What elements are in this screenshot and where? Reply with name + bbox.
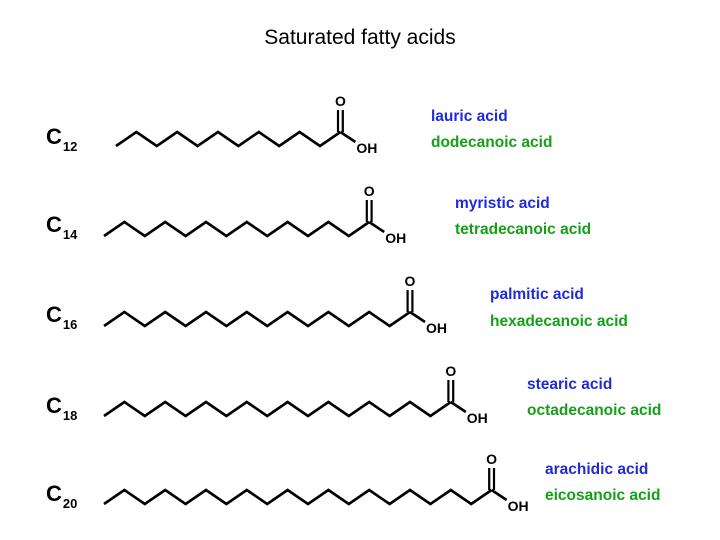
- systematic-name-octadecanoic: octadecanoic acid: [527, 402, 662, 419]
- carbon-label-c20: C20: [46, 481, 78, 511]
- common-name-lauric: lauric acid: [431, 108, 508, 125]
- oxygen-label: O: [364, 183, 375, 199]
- hydroxyl-bond: [450, 400, 467, 414]
- carbon-label-c18: C18: [46, 393, 78, 423]
- chain-c20: O OH: [103, 451, 529, 514]
- hydroxyl-label: OH: [467, 410, 488, 426]
- systematic-name-tetradecanoic: tetradecanoic acid: [455, 221, 592, 238]
- oxygen-label: O: [335, 93, 346, 109]
- hydroxyl-bond: [490, 488, 508, 502]
- systematic-name-eicosanoic: eicosanoic acid: [545, 487, 661, 504]
- chain-c16: O OH: [103, 273, 447, 336]
- oxygen-label: O: [445, 363, 456, 379]
- carbon-chain: [115, 130, 342, 148]
- hydroxyl-bond: [368, 220, 385, 234]
- common-name-palmitic: palmitic acid: [490, 286, 584, 303]
- carbon-label-c16: C16: [46, 302, 78, 332]
- carbon-chain: [103, 488, 493, 506]
- hydroxyl-label: OH: [426, 320, 447, 336]
- oxygen-label: O: [486, 451, 497, 467]
- page-title: Saturated fatty acids: [264, 26, 456, 49]
- carbon-label-c12: C12: [46, 124, 78, 154]
- common-name-arachidic: arachidic acid: [545, 461, 649, 478]
- carbon-chain: [103, 310, 411, 328]
- hydroxyl-label: OH: [508, 498, 529, 514]
- oxygen-label: O: [405, 273, 416, 289]
- carbon-label-c14: C14: [46, 212, 78, 242]
- carbon-chain: [103, 220, 370, 238]
- chain-c14: O OH: [103, 183, 406, 246]
- common-name-myristic: myristic acid: [455, 195, 550, 212]
- hydroxyl-bond: [339, 130, 357, 144]
- chain-c18: O OH: [103, 363, 488, 426]
- hydroxyl-label: OH: [385, 230, 406, 246]
- systematic-name-hexadecanoic: hexadecanoic acid: [490, 313, 628, 330]
- systematic-name-dodecanoic: dodecanoic acid: [431, 134, 553, 151]
- hydroxyl-bond: [409, 310, 426, 324]
- hydroxyl-label: OH: [356, 140, 377, 156]
- chain-c12: O OH: [115, 93, 377, 156]
- carbon-chain: [103, 400, 452, 418]
- common-name-stearic: stearic acid: [527, 376, 613, 393]
